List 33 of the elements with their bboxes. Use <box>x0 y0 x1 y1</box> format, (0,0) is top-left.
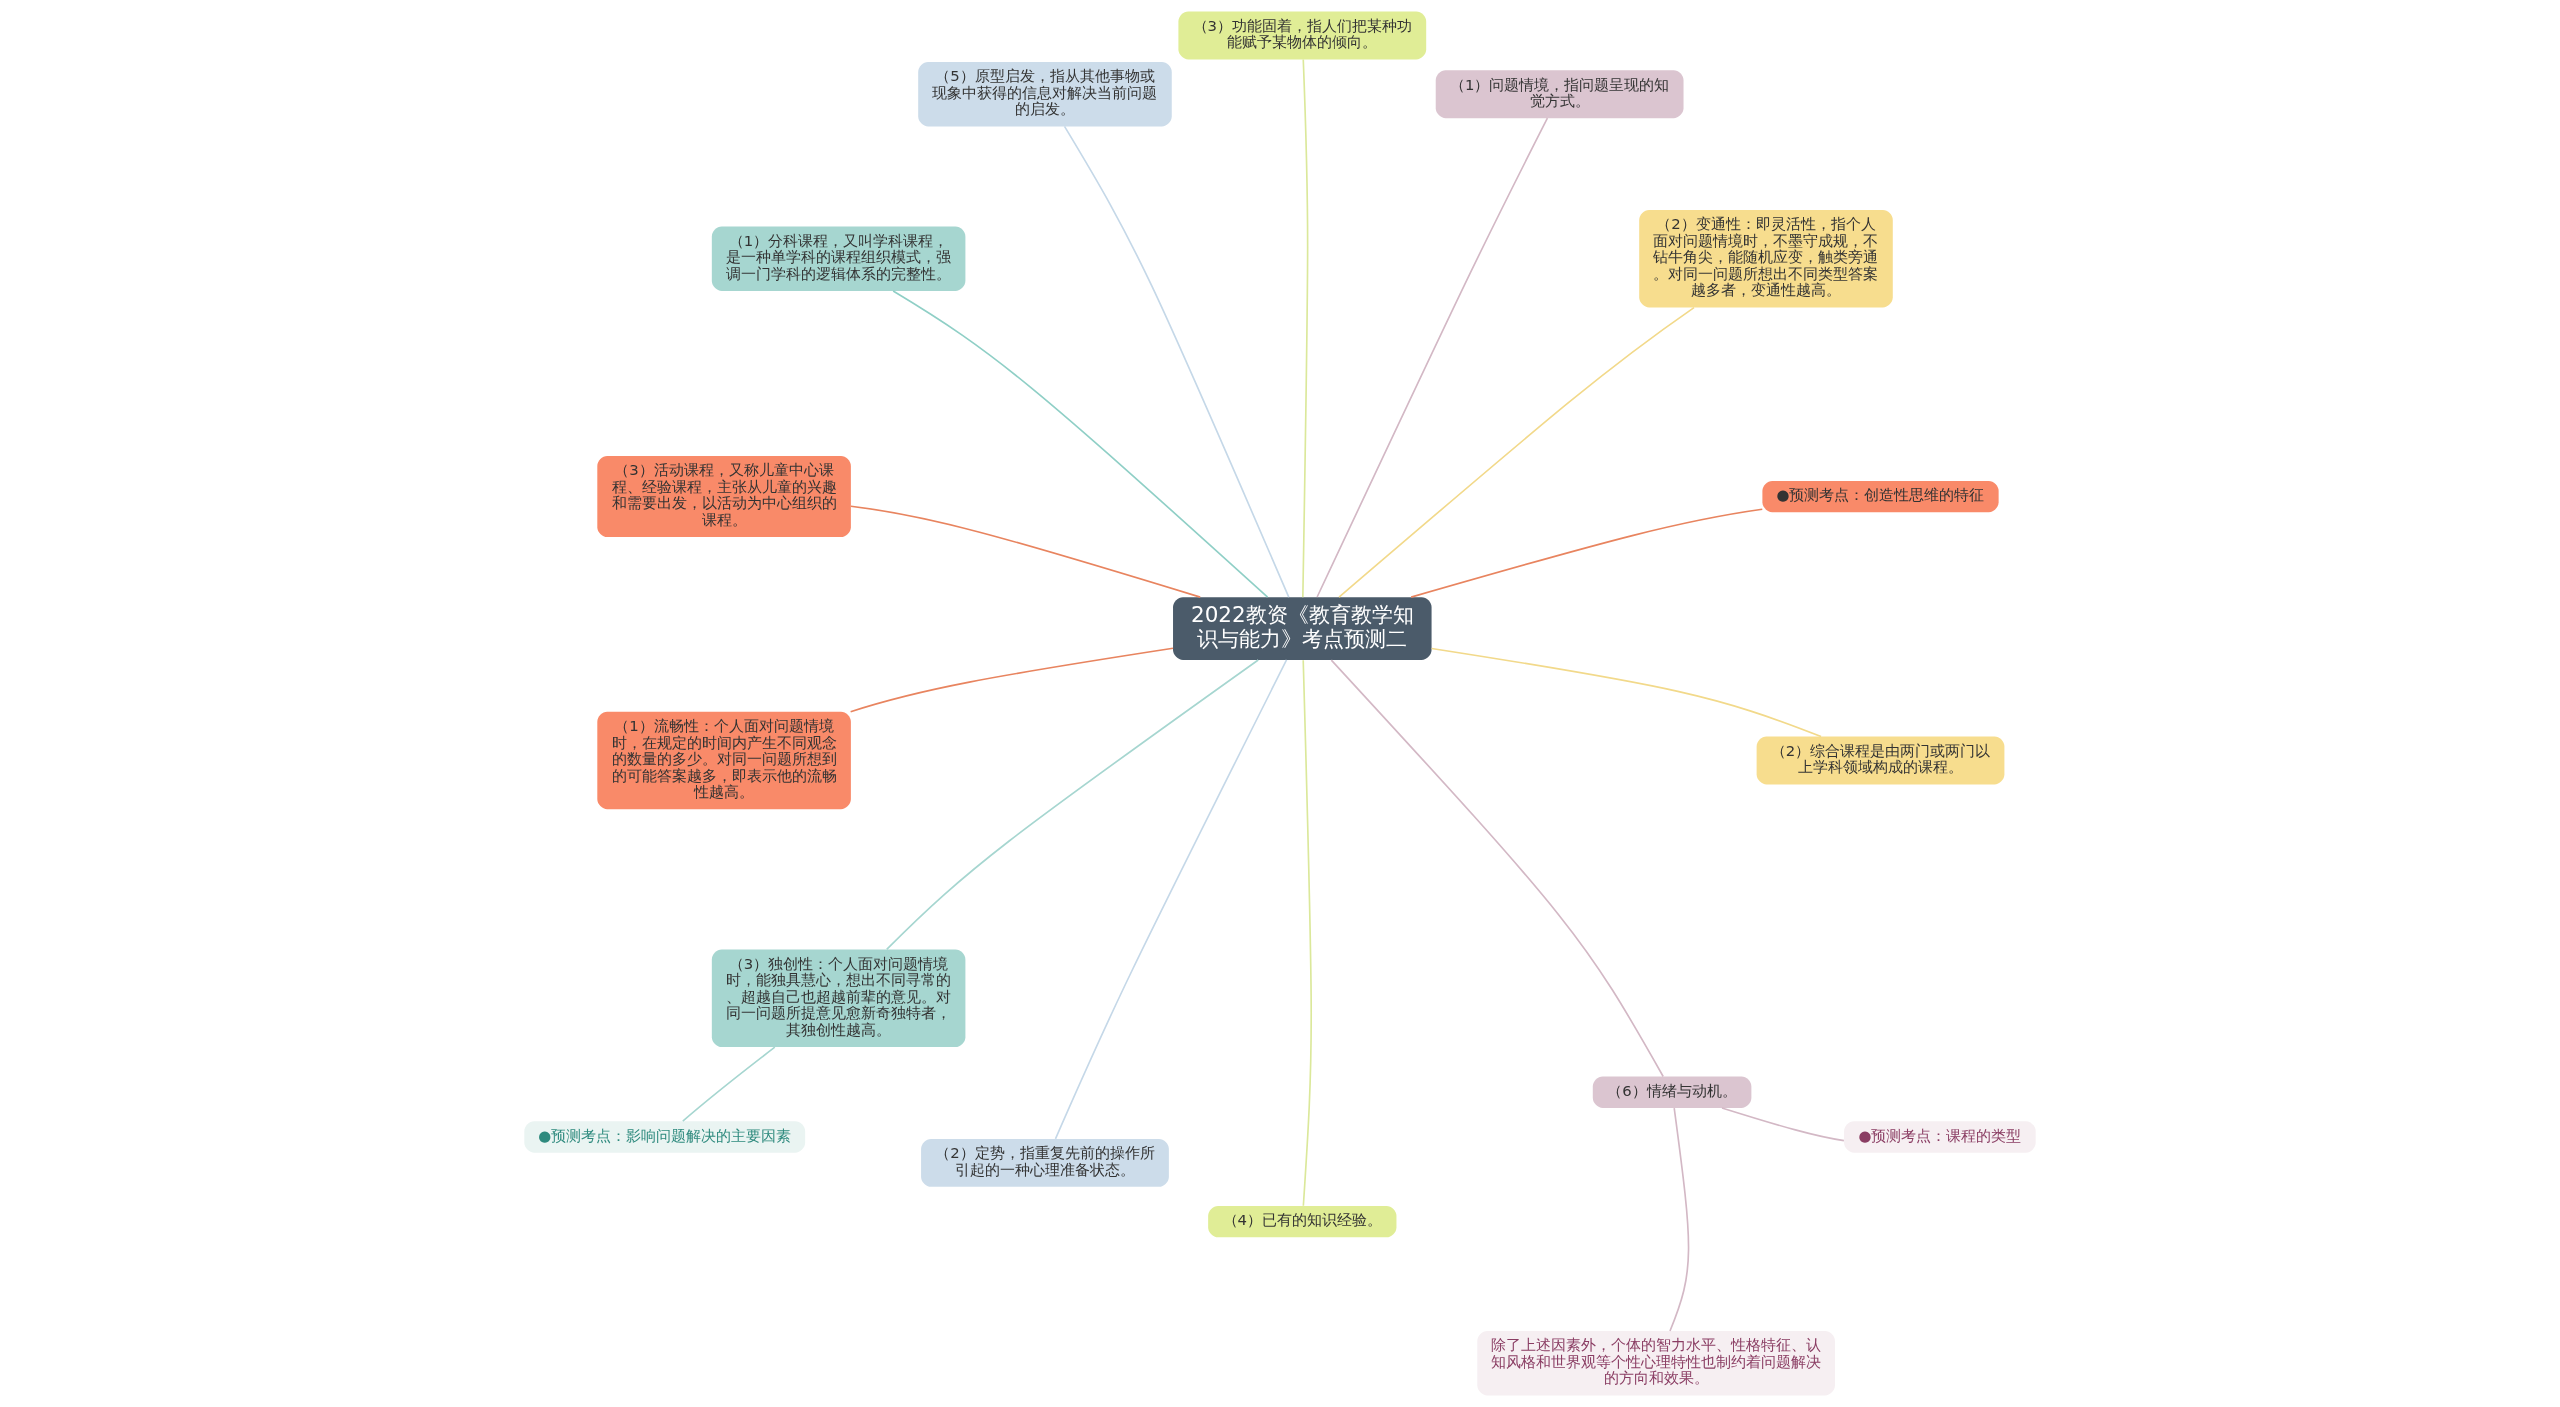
connector <box>1338 306 1695 598</box>
node-box: 2022教资《教育教学知识与能力》考点预测二 <box>1173 597 1432 660</box>
node-box: （1）问题情境，指问题呈现的知觉方式。 <box>1435 70 1684 119</box>
node-box: （2）综合课程是由两门或两门以上学科领域构成的课程。 <box>1756 736 2005 785</box>
node-box: （2）变通性：即灵活性，指个人面对问题情境时，不墨守成规，不钻牛角尖，能随机应变，触类旁通。对同一问题所想出不同类型答案越多者，变通性越高。 <box>1639 210 1893 308</box>
connector <box>1316 117 1549 598</box>
connector <box>1669 1107 1690 1332</box>
node-box: （3）活动课程，又称儿童中心课程、经验课程，主张从儿童的兴趣和需要出发，以活动为中心组织的课程。 <box>597 456 851 538</box>
node-box: （3）独创性：个人面对问题情境时，能独具慧心，想出不同寻常的、超越自己也超越前辈的意见。对同一问题所提意见愈新奇独特者，其独创性越高。 <box>711 949 966 1048</box>
connector <box>885 659 1260 951</box>
node-box: （6）情绪与动机。 <box>1592 1076 1752 1108</box>
connector <box>1410 508 1764 598</box>
node-box: ●预测考点：课程的类型 <box>1844 1121 2036 1153</box>
connector <box>1302 659 1313 1207</box>
connector <box>849 647 1174 713</box>
connector <box>1063 125 1290 598</box>
connector <box>682 1046 776 1122</box>
node-box: （5）原型启发，指从其他事物或现象中获得的信息对解决当前问题的启发。 <box>918 62 1172 127</box>
node-box: （4）已有的知识经验。 <box>1208 1205 1397 1238</box>
connector <box>850 505 1202 598</box>
connector <box>1330 659 1665 1078</box>
node-box: （3）功能固着，指人们把某种功能赋予某物体的倾向。 <box>1178 11 1427 60</box>
node-box: 除了上述因素外，个体的智力水平、性格特征、认知风格和世界观等个性心理特性也制约着问题解决的方向和效果。 <box>1477 1331 1835 1396</box>
node-box: （1）流畅性：个人面对问题情境时，在规定的时间内产生不同观念的数量的多少。对同一问题所想到的可能答案越多，即表示他的流畅性越高。 <box>597 711 851 810</box>
connector <box>1054 659 1288 1140</box>
node-box: （2）定势，指重复先前的操作所引起的一种心理准备状态。 <box>921 1138 1169 1187</box>
connector <box>1430 647 1822 738</box>
connector <box>892 290 1269 598</box>
connector <box>1721 1107 1845 1142</box>
node-box: （1）分科课程，又叫学科课程，是一种单学科的课程组织模式，强调一门学科的逻辑体系的完整性。 <box>711 226 966 291</box>
connector <box>1302 58 1309 598</box>
node-box: ●预测考点：影响问题解决的主要因素 <box>524 1121 806 1153</box>
node-box: ●预测考点：创造性思维的特征 <box>1762 480 1999 513</box>
